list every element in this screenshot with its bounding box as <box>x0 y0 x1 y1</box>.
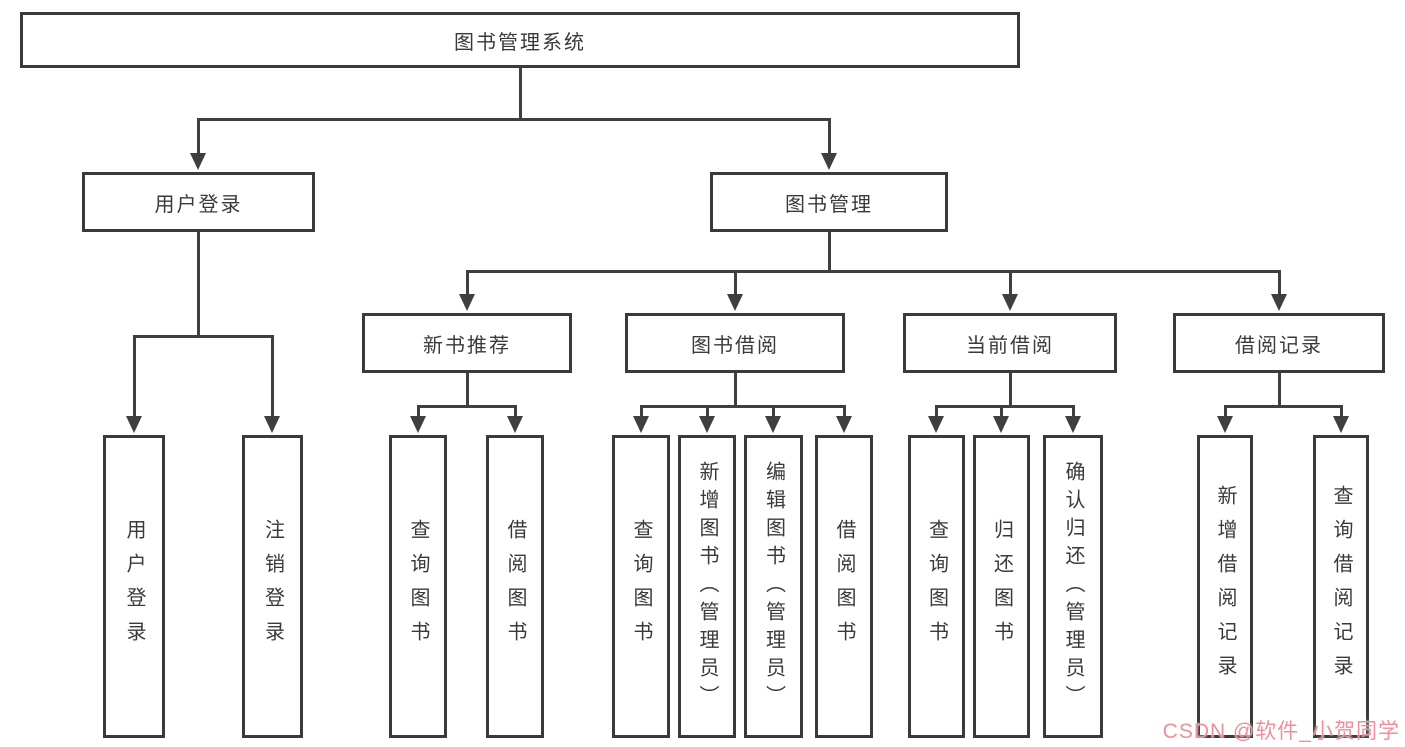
connector-line <box>416 405 420 418</box>
connector-arrowhead <box>1333 416 1349 433</box>
connector-line <box>1339 405 1343 418</box>
node-current-borrowing: 当前借阅 <box>903 313 1117 373</box>
leaf-label: 注销登录 <box>261 518 284 655</box>
node-borrowing-records: 借阅记录 <box>1173 313 1385 373</box>
leaf-logout: 注销登录 <box>242 435 303 738</box>
connector-line <box>842 405 846 418</box>
connector-line <box>466 270 1281 273</box>
connector-line <box>1071 405 1075 418</box>
node-label: 新书推荐 <box>423 334 511 357</box>
leaf-add-books-admin: 新增图书（管理员） <box>678 435 736 738</box>
leaf-label: 编辑图书（管理员） <box>762 460 785 713</box>
connector-arrowhead <box>190 153 206 170</box>
connector-line <box>827 232 831 273</box>
leaf-edit-books-admin: 编辑图书（管理员） <box>744 435 803 738</box>
leaf-add-borrow-record: 新增借阅记录 <box>1197 435 1253 738</box>
csdn-watermark: CSDN @软件_小贺同学 <box>1162 720 1400 743</box>
connector-arrowhead <box>928 416 944 433</box>
leaf-label: 新增图书（管理员） <box>696 460 718 713</box>
connector-line <box>733 270 737 296</box>
connector-arrowhead <box>727 294 743 311</box>
connector-line <box>1223 405 1227 418</box>
connector-line <box>935 405 1075 408</box>
node-label: 图书管理系统 <box>454 31 586 54</box>
connector-arrowhead <box>1217 416 1233 433</box>
leaf-return-books: 归还图书 <box>973 435 1030 738</box>
leaf-label: 查询图书 <box>630 518 652 655</box>
leaf-label: 借阅图书 <box>833 518 855 655</box>
connector-arrowhead <box>264 416 280 433</box>
leaf-label: 归还图书 <box>990 518 1013 655</box>
leaf-label: 查询借阅记录 <box>1330 484 1352 689</box>
connector-arrowhead <box>459 294 475 311</box>
connector-arrowhead <box>821 153 837 170</box>
connector-line <box>465 373 469 408</box>
leaf-borrow-books-recommend: 借阅图书 <box>486 435 544 738</box>
connector-line <box>1008 270 1012 296</box>
node-label: 图书借阅 <box>691 334 779 357</box>
leaf-label: 查询图书 <box>925 518 948 655</box>
leaf-query-books-borrowing: 查询图书 <box>612 435 670 738</box>
connector-line <box>640 405 845 408</box>
connector-arrowhead <box>1002 294 1018 311</box>
connector-line <box>513 405 517 418</box>
connector-arrowhead <box>507 416 523 433</box>
connector-line <box>132 335 136 418</box>
node-label: 当前借阅 <box>966 334 1054 357</box>
node-new-book-recommendation: 新书推荐 <box>362 313 572 373</box>
connector-line <box>1277 270 1281 296</box>
leaf-label: 查询图书 <box>407 518 429 655</box>
connector-arrowhead <box>765 416 781 433</box>
leaf-label: 借阅图书 <box>504 518 526 655</box>
connector-line <box>417 405 517 408</box>
connector-line <box>1008 373 1012 408</box>
connector-line <box>934 405 938 418</box>
connector-line <box>827 118 831 155</box>
node-book-borrowing: 图书借阅 <box>625 313 845 373</box>
node-user-login: 用户登录 <box>82 172 315 232</box>
leaf-borrow-books: 借阅图书 <box>815 435 873 738</box>
leaf-label: 用户登录 <box>123 518 145 655</box>
connector-arrowhead <box>836 416 852 433</box>
connector-arrowhead <box>410 416 426 433</box>
connector-line <box>196 118 200 155</box>
connector-line <box>196 232 200 336</box>
connector-arrowhead <box>633 416 649 433</box>
connector-arrowhead <box>1271 294 1287 311</box>
node-book-management: 图书管理 <box>710 172 948 232</box>
node-label: 用户登录 <box>154 193 243 216</box>
connector-line <box>197 118 831 121</box>
connector-arrowhead <box>1065 416 1081 433</box>
leaf-confirm-return-admin: 确认归还（管理员） <box>1043 435 1103 738</box>
connector-line <box>465 270 469 296</box>
connector-line <box>133 335 274 338</box>
leaf-query-books-recommend: 查询图书 <box>389 435 447 738</box>
connector-line <box>1224 405 1343 408</box>
leaf-user-login: 用户登录 <box>103 435 165 738</box>
connector-arrowhead <box>126 416 142 433</box>
connector-arrowhead <box>699 416 715 433</box>
leaf-query-borrow-record: 查询借阅记录 <box>1313 435 1369 738</box>
leaf-label: 确认归还（管理员） <box>1062 460 1084 713</box>
connector-line <box>733 373 737 408</box>
node-root-library-system: 图书管理系统 <box>20 12 1020 68</box>
connector-line <box>1277 373 1281 408</box>
connector-line <box>705 405 709 418</box>
connector-line <box>771 405 775 418</box>
connector-arrowhead <box>993 416 1009 433</box>
node-label: 借阅记录 <box>1235 334 1323 357</box>
node-label: 图书管理 <box>785 193 873 216</box>
connector-line <box>270 335 274 418</box>
connector-line <box>999 405 1003 418</box>
connector-line <box>639 405 643 418</box>
leaf-query-books-current: 查询图书 <box>908 435 965 738</box>
leaf-label: 新增借阅记录 <box>1214 484 1236 689</box>
connector-line <box>518 68 522 120</box>
